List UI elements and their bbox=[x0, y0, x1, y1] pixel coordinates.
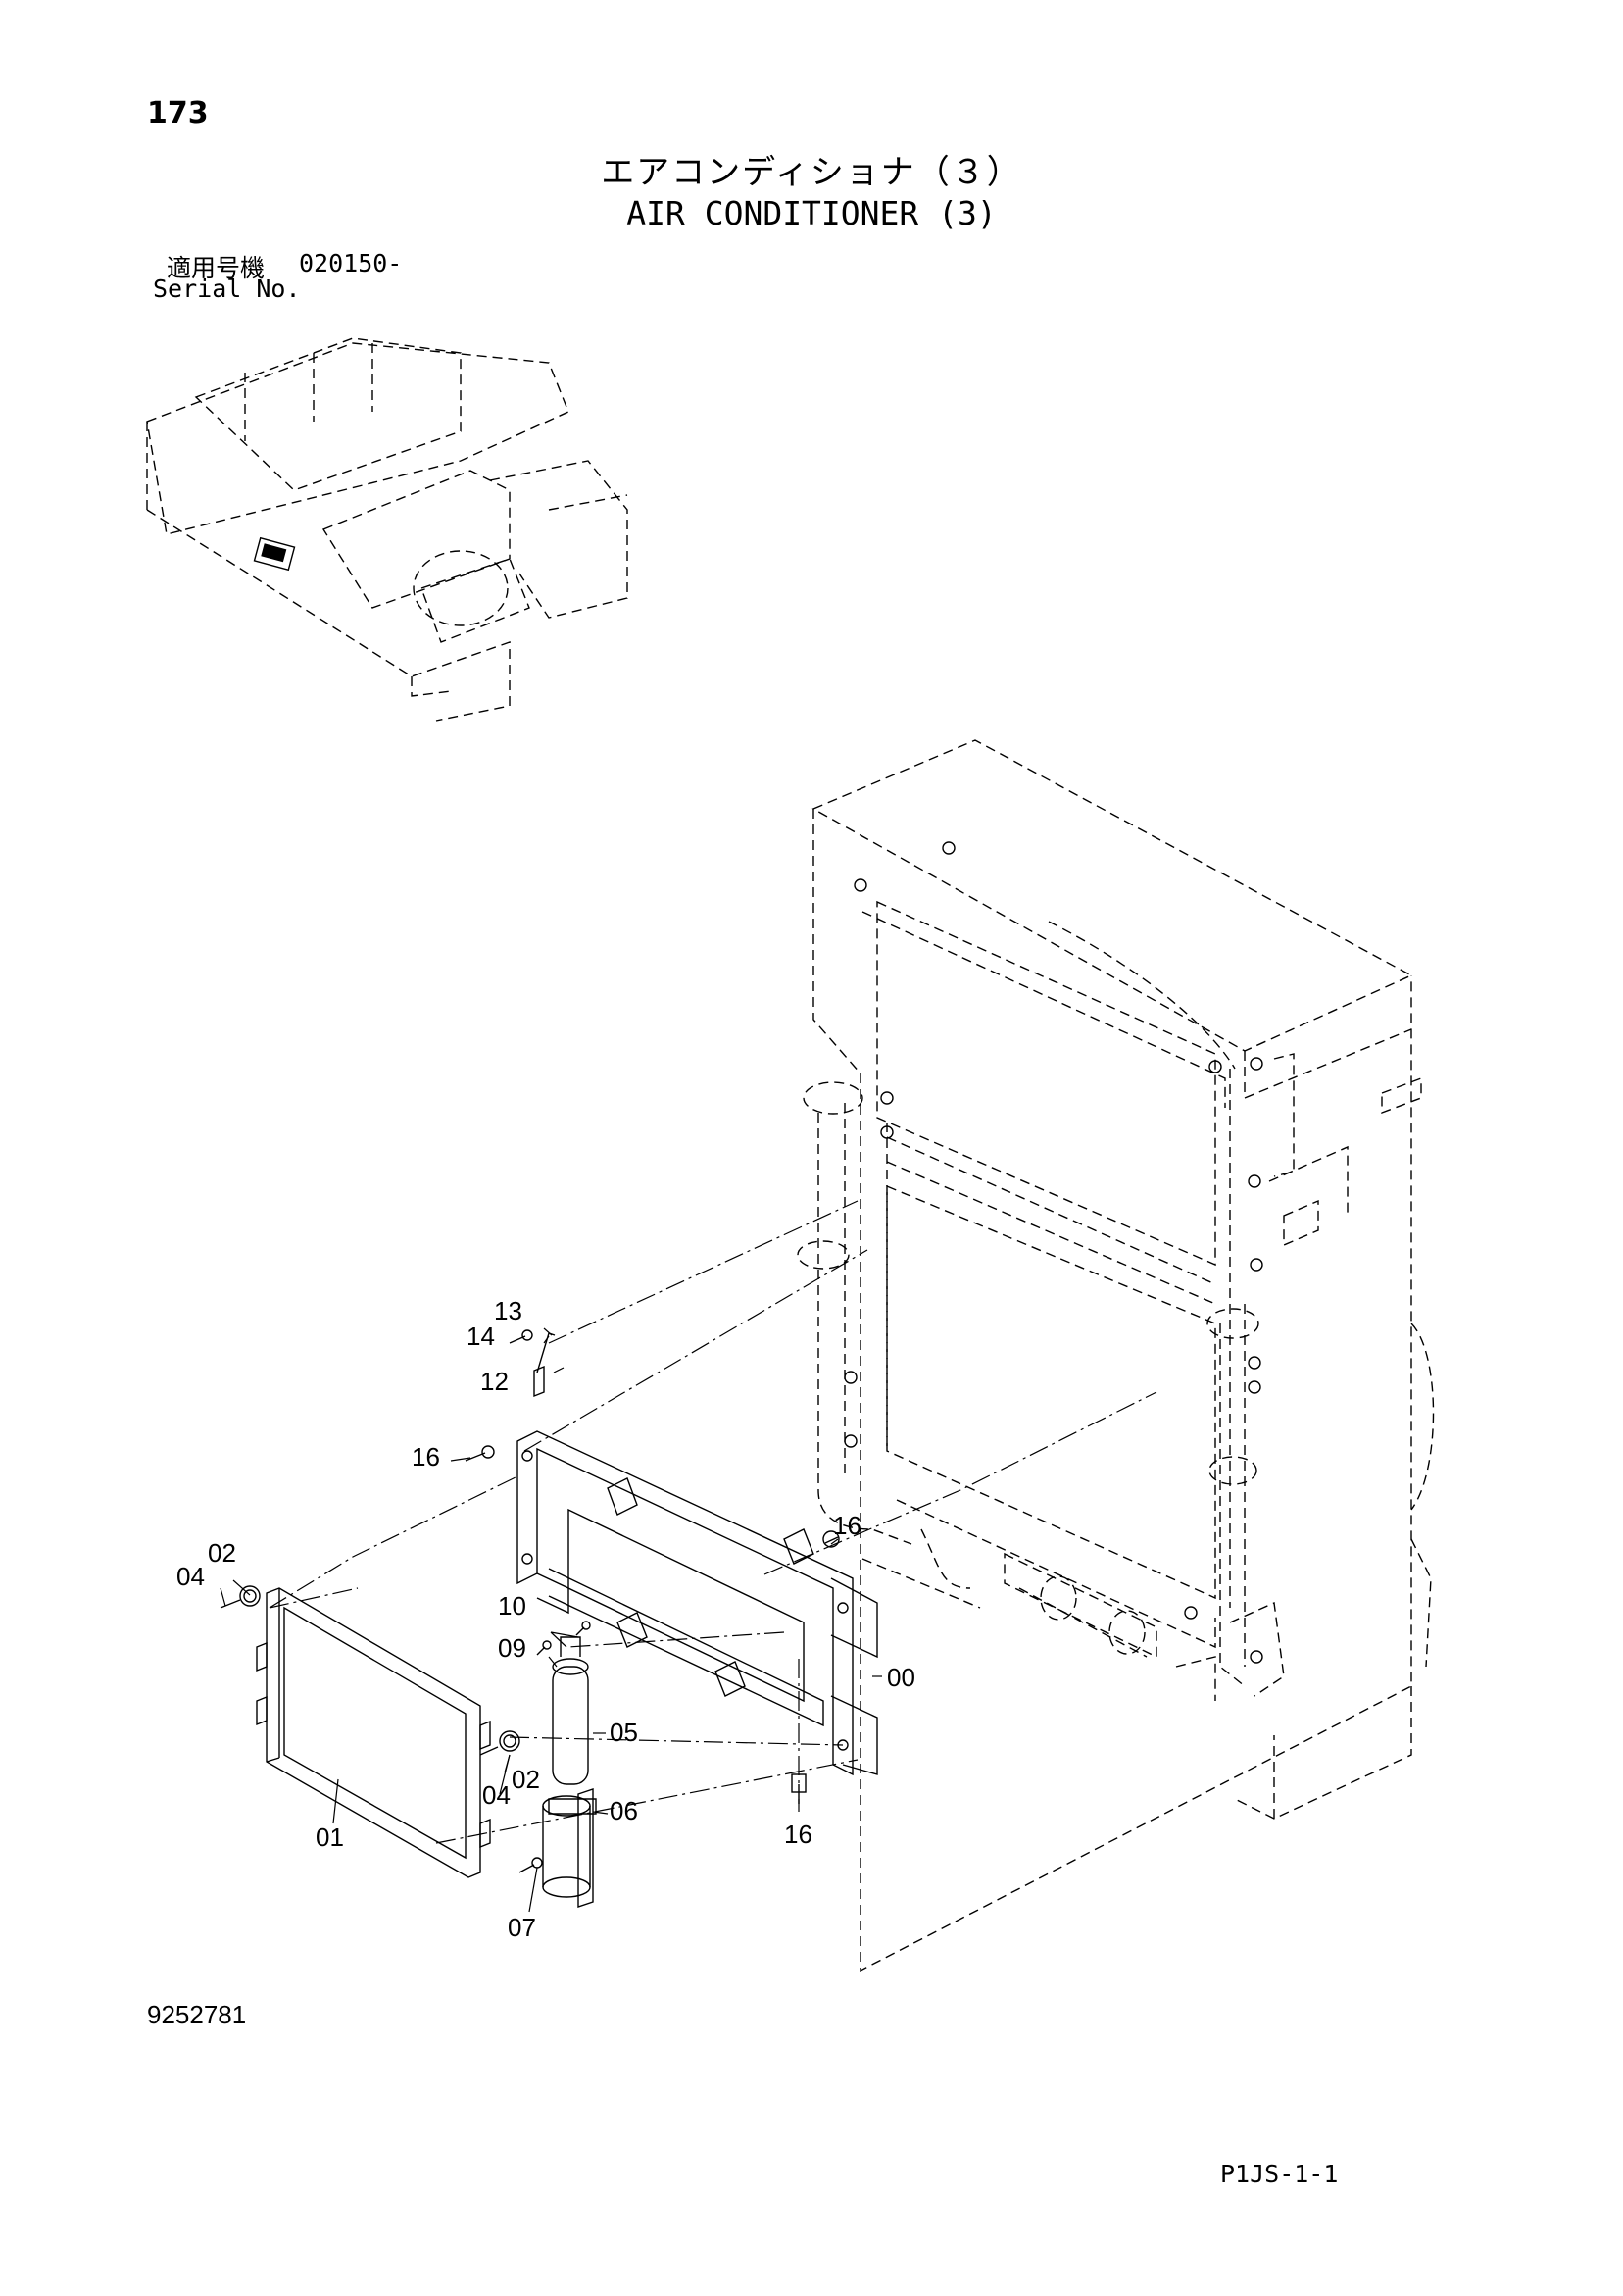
callout-01: 01 bbox=[316, 1822, 344, 1852]
callout-05: 05 bbox=[610, 1718, 638, 1747]
callout-16-right: 16 bbox=[833, 1511, 861, 1540]
callout-02-left: 02 bbox=[208, 1538, 236, 1568]
document-number: 9252781 bbox=[147, 2000, 247, 2029]
machine-overview-sketch bbox=[146, 337, 628, 722]
callout-14: 14 bbox=[467, 1322, 495, 1351]
callout-leaders bbox=[220, 1327, 882, 1913]
assembly-leader-lines bbox=[269, 1200, 1157, 1844]
callout-10: 10 bbox=[498, 1591, 526, 1621]
serial-label-japanese: 適用号機 bbox=[167, 254, 266, 282]
callout-16-upper: 16 bbox=[412, 1442, 440, 1472]
bolts-and-washers bbox=[220, 1329, 840, 1873]
callout-16-lower: 16 bbox=[784, 1820, 812, 1849]
callout-09: 09 bbox=[498, 1633, 526, 1663]
page-code: P1JS-1-1 bbox=[1220, 2160, 1339, 2188]
condenser bbox=[256, 1587, 491, 1878]
mounting-bracket bbox=[516, 1430, 878, 1776]
radiator-frame-assembly bbox=[797, 739, 1435, 1972]
page-title-japanese: エアコンディショナ（３） bbox=[601, 153, 1022, 192]
page-title-english: AIR CONDITIONER (3) bbox=[626, 194, 997, 232]
callout-06: 06 bbox=[610, 1796, 638, 1825]
callout-00: 00 bbox=[887, 1663, 915, 1692]
highlighted-condenser-location bbox=[253, 536, 296, 572]
callout-02-right: 02 bbox=[512, 1765, 540, 1794]
callout-04-right: 04 bbox=[482, 1780, 511, 1810]
frame-bolts bbox=[844, 841, 1263, 1664]
receiver-holder bbox=[542, 1788, 594, 1908]
serial-number-value: 020150- bbox=[299, 249, 403, 277]
callout-07: 07 bbox=[508, 1913, 536, 1942]
serial-label-english: Serial No. bbox=[153, 275, 301, 303]
callout-12: 12 bbox=[480, 1367, 509, 1396]
page-number: 173 bbox=[147, 96, 209, 130]
callout-04-left: 04 bbox=[176, 1562, 205, 1591]
callout-13: 13 bbox=[494, 1296, 522, 1325]
receiver-dryer bbox=[548, 1636, 597, 1815]
